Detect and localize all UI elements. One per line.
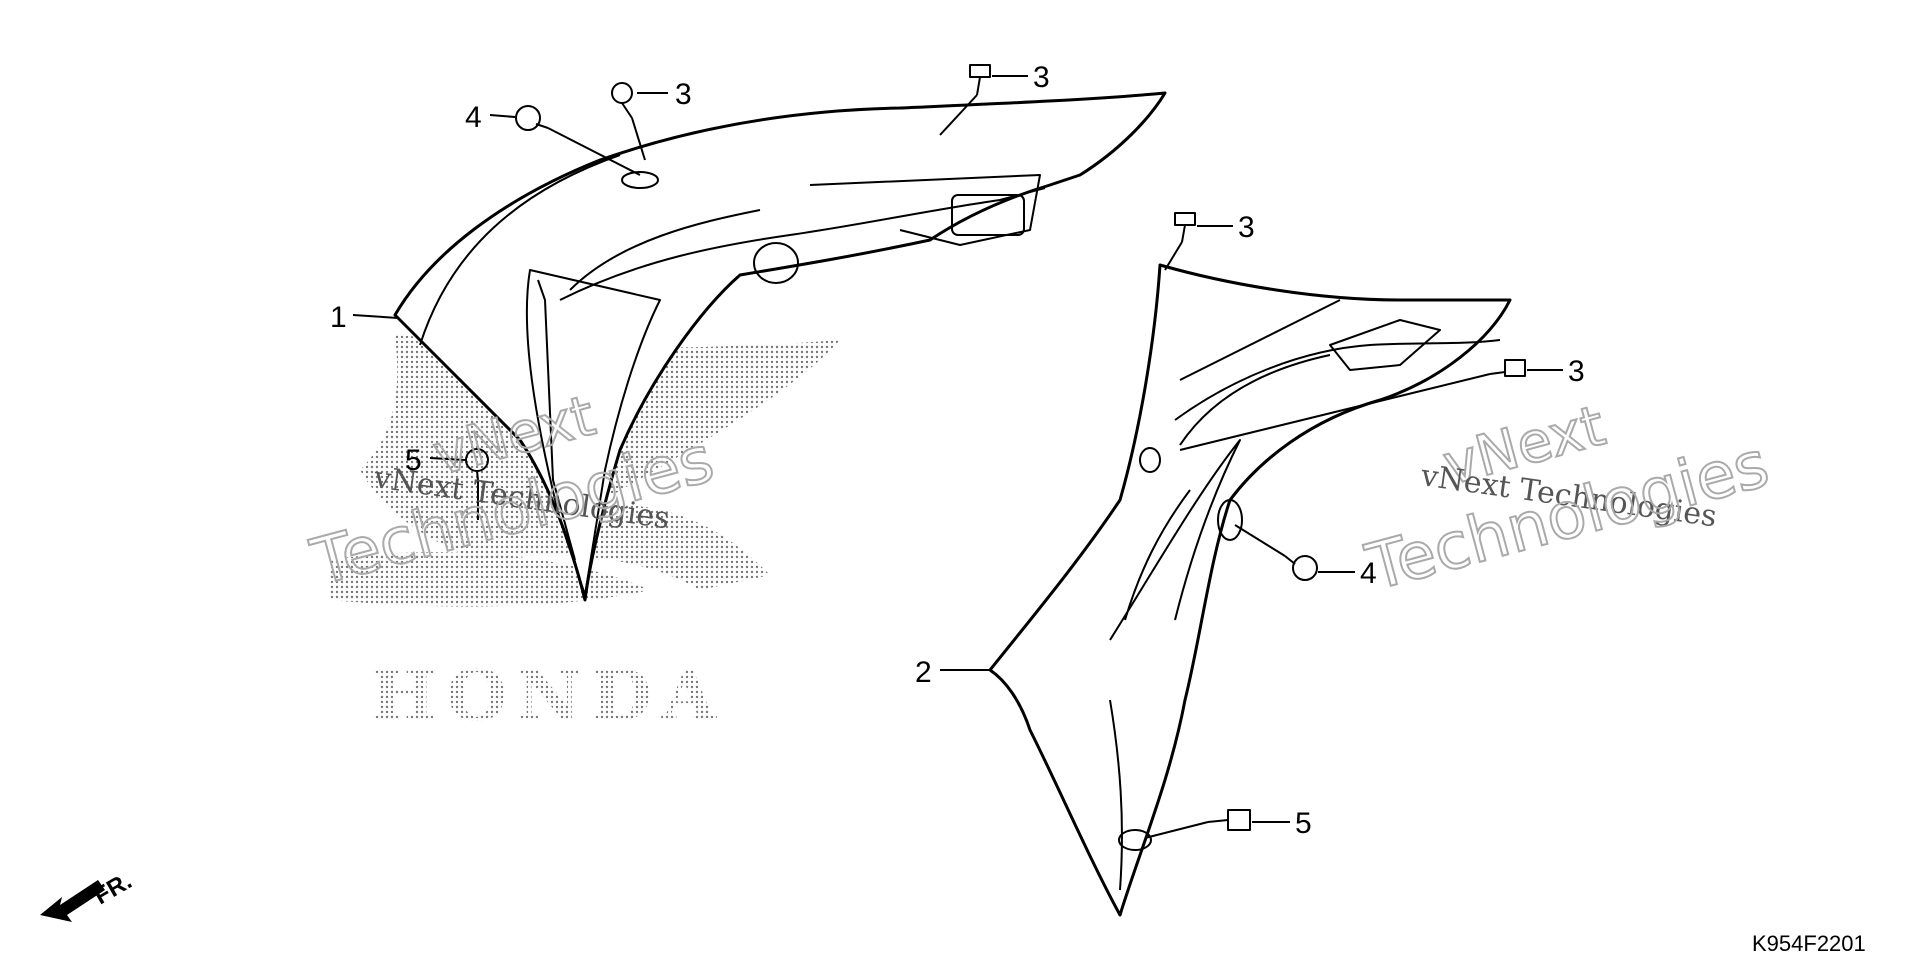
front-label: FR. [90,867,137,910]
bolt-3d-icon [1489,359,1526,377]
honda-logo-text: HONDA [370,654,726,737]
callout-1: 1 [330,301,347,334]
bolt-3b-icon [969,64,991,96]
watermark-right: vNext vNext Technologies Technologies [1358,392,1777,606]
callout-5a: 5 [405,444,422,477]
callout-4a: 4 [465,101,482,134]
part-2-right-shroud [988,263,1512,917]
bolt-3c-icon [1174,212,1196,243]
callout-3a: 3 [675,78,692,111]
leader-lines [352,75,1563,839]
fasteners [465,64,1526,831]
drawing-code: K954F2201 [1752,931,1866,956]
bolt-3a-icon [611,82,633,119]
bolt-5a-icon [465,448,489,481]
front-direction-indicator: FR. [40,867,136,922]
callout-4b: 4 [1360,557,1377,590]
callout-3c: 3 [1238,211,1255,244]
callout-labels: 1 2 3 3 3 3 4 4 5 5 [330,61,1585,840]
screw-4a-icon [515,105,549,131]
front-arrow-icon [40,880,105,922]
bolt-5b-icon [1207,809,1251,831]
screw-4b-icon [1284,555,1318,581]
callout-2: 2 [915,656,932,689]
callout-3b: 3 [1033,61,1050,94]
callout-3d: 3 [1568,355,1585,388]
part-1-left-shroud [393,91,1167,602]
callout-5b: 5 [1295,807,1312,840]
